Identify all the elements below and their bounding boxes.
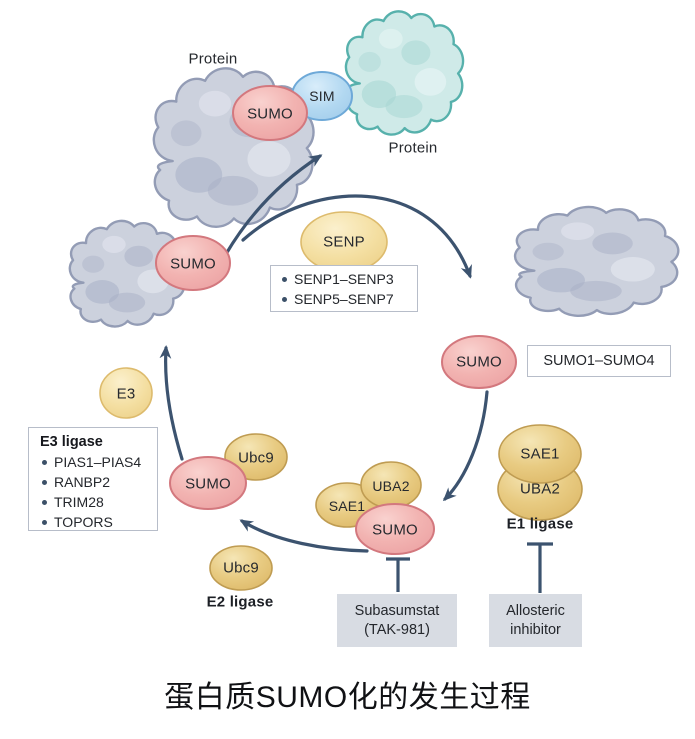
e3-label: E3 [116,385,136,403]
tak981-inhibitor-box: Subasumstat (TAK-981) [337,594,457,647]
e2-ligase-label: E2 ligase [206,593,274,611]
e3-family-item: PIAS1–PIAS4 [37,452,157,472]
ubc9-label-free: Ubc9 [223,559,259,577]
diagram-canvas [69,11,679,593]
sae1-label-e1: SAE1 [520,445,560,463]
arrow-e2-to-substrate [159,345,184,461]
arrow-senp-deconjugation [241,194,472,279]
e3-family-item: TRIM28 [37,492,157,512]
allosteric-line2: inhibitor [510,621,561,638]
senp-family-item: SENP1–SENP3 [277,269,417,289]
sae1-oval-e1 [498,424,582,484]
deconjugated-protein-cloud [515,206,679,316]
sumo-label-substrate: SUMO [170,255,216,273]
sae1-label-cluster: SAE1 [328,498,366,514]
allosteric-inhibitor-box: Allosteric inhibitor [489,594,582,647]
sumo-label-free: SUMO [456,353,502,371]
sumo-oval-e2 [169,456,247,510]
sumo-label-e2: SUMO [185,475,231,493]
sumo-label-cluster: SUMO [372,521,418,539]
e3-family-item: RANBP2 [37,472,157,492]
sumo-oval-substrate [155,235,231,291]
tak981-line1: Subasumstat [354,602,440,619]
diagram-title: 蛋白质SUMO化的发生过程 [164,681,531,714]
partner-protein-cloud [345,11,464,135]
senp-family-box: SENP1–SENP3 SENP5–SENP7 [270,265,418,312]
protein-label-top: Protein [188,50,238,68]
e3-family-box: E3 ligase PIAS1–PIAS4 RANBP2 TRIM28 TOPO… [28,427,158,531]
protein-label-partner: Protein [388,139,438,157]
inhibitor-tbar-tak981 [386,557,410,592]
ubc9-label-complex: Ubc9 [238,449,274,467]
sumo-oval-top [232,85,308,141]
allosteric-line1: Allosteric [506,602,565,619]
ubc9-oval-free [209,545,273,591]
sumo-oval-cluster [355,503,435,555]
inhibitor-tbar-allosteric [527,542,553,593]
uba2-label-e1: UBA2 [520,480,560,498]
sumo-family-box: SUMO1–SUMO4 [527,345,671,377]
senp-label: SENP [323,233,365,251]
e1-ligase-label: E1 ligase [506,515,574,533]
tak981-line2: (TAK-981) [364,621,430,638]
e3-family-item: TOPORS [37,512,157,532]
arrow-free-sumo-to-e1 [442,390,489,502]
sim-label: SIM [309,88,335,104]
e3-family-title: E3 ligase [40,434,103,450]
e3-oval [99,367,153,419]
sumo-oval-free [441,335,517,389]
senp-family-item: SENP5–SENP7 [277,289,417,309]
uba2-label-cluster: UBA2 [372,478,410,494]
arrow-sumoylated-to-interaction [224,154,323,256]
sumo-label-top: SUMO [247,105,293,123]
arrow-e1-to-e2 [239,519,369,553]
